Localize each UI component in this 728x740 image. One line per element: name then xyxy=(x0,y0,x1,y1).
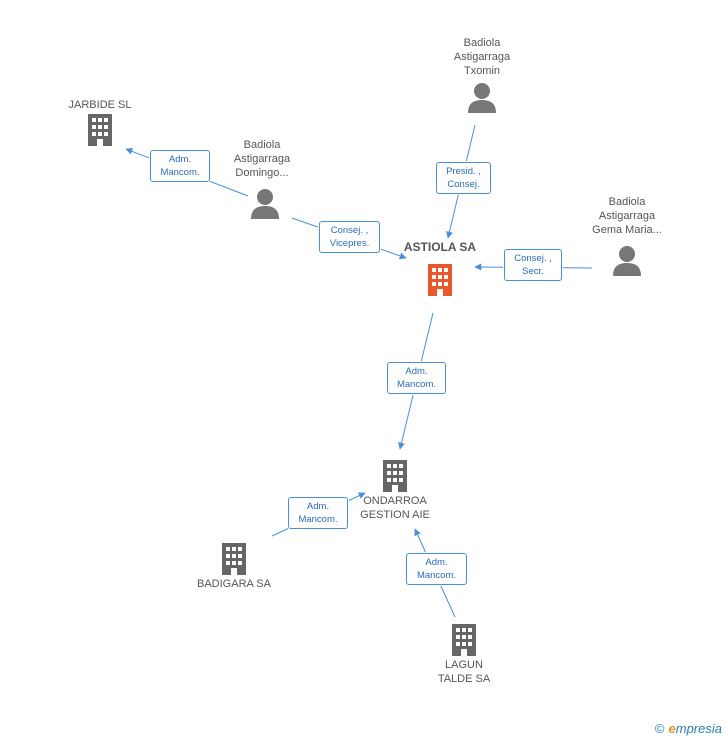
node-gema[interactable]: Badiola Astigarraga Gema Maria... xyxy=(577,195,677,277)
node-lagun[interactable]: LAGUN TALDE SA xyxy=(414,622,514,686)
building-icon xyxy=(428,264,452,296)
relation-label-lagun-ondarroa[interactable]: Adm. Mancom. xyxy=(406,553,467,585)
relation-label-txomin-astiola[interactable]: Presid. , Consej. xyxy=(436,162,491,194)
person-icon xyxy=(251,189,279,219)
node-label: LAGUN TALDE SA xyxy=(437,659,491,685)
person-icon xyxy=(613,246,641,276)
person-icon xyxy=(468,83,496,113)
node-label: JARBIDE SL xyxy=(68,99,132,111)
node-badigara[interactable]: BADIGARA SA xyxy=(184,541,284,591)
brand-logo-text: mpresia xyxy=(675,721,722,736)
node-label: Badiola Astigarraga Gema Maria... xyxy=(592,196,662,236)
building-icon xyxy=(383,460,407,492)
node-label: Badiola Astigarraga Txomin xyxy=(453,37,511,77)
node-label: Badiola Astigarraga Domingo... xyxy=(233,139,291,179)
node-label: ASTIOLA SA xyxy=(403,240,477,254)
brand-logo-e: e xyxy=(668,721,676,736)
relation-label-domingo-jarbide[interactable]: Adm. Mancom. xyxy=(150,150,210,182)
brand-footer[interactable]: ©empresia xyxy=(655,721,722,736)
node-ondarroa[interactable]: ONDARROA GESTION AIE xyxy=(345,458,445,522)
node-domingo[interactable]: Badiola Astigarraga Domingo... xyxy=(212,138,312,220)
node-label: ONDARROA GESTION AIE xyxy=(360,495,430,521)
building-icon xyxy=(222,543,246,575)
building-icon xyxy=(452,624,476,656)
node-jarbide[interactable]: JARBIDE SL xyxy=(50,98,150,148)
node-astiola[interactable]: ASTIOLA SA xyxy=(390,240,490,298)
building-icon xyxy=(88,114,112,146)
relation-label-domingo-astiola[interactable]: Consej. , Vicepres. xyxy=(319,221,380,253)
relation-label-astiola-ondarroa[interactable]: Adm. Mancom. xyxy=(387,362,446,394)
node-txomin[interactable]: Badiola Astigarraga Txomin xyxy=(432,36,532,114)
node-label: BADIGARA SA xyxy=(197,578,271,590)
relation-label-gema-astiola[interactable]: Consej. , Secr. xyxy=(504,249,562,281)
copyright-symbol: © xyxy=(654,721,665,736)
relation-label-badigara-ondarroa[interactable]: Adm. Mancom. xyxy=(288,497,348,529)
